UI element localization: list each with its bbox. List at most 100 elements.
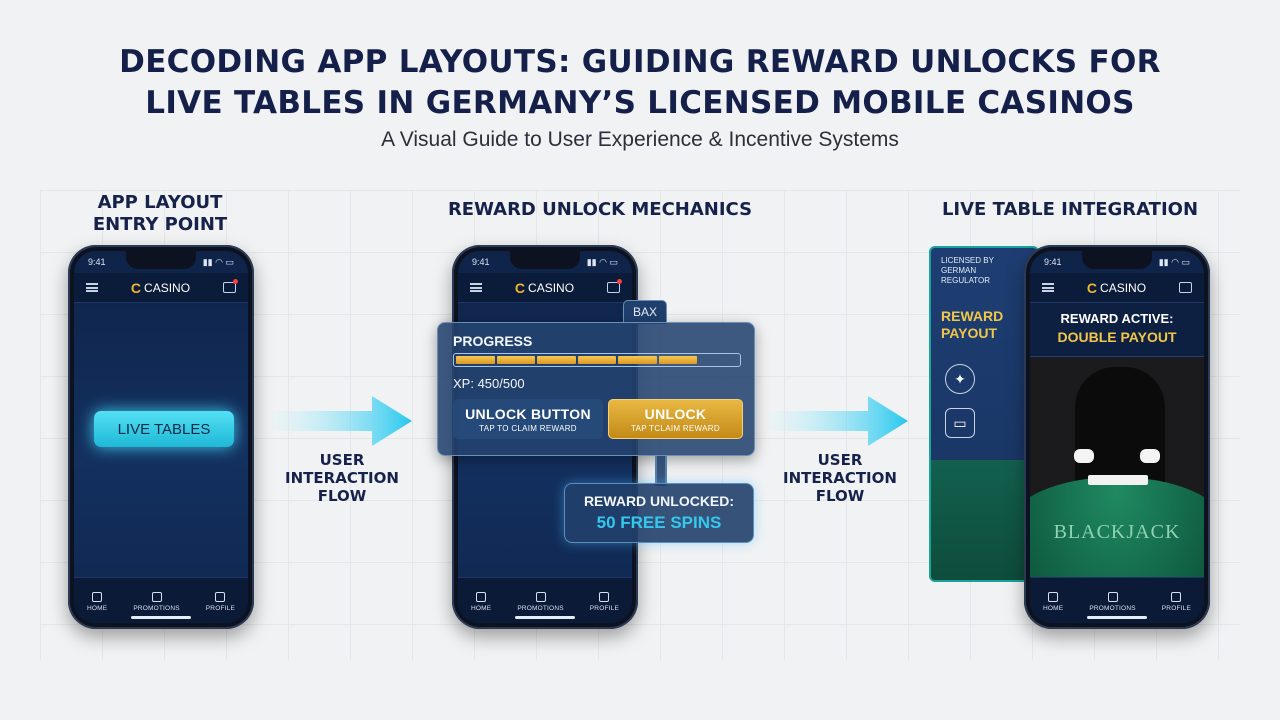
progress-segment xyxy=(456,356,495,364)
nav-profile[interactable]: PROFILE xyxy=(205,591,235,612)
cart-icon[interactable] xyxy=(1178,282,1192,293)
nav-home-label: HOME xyxy=(1043,604,1064,612)
nav-promotions[interactable]: PROMOTIONS xyxy=(133,591,180,612)
live-tables-button[interactable]: LIVE TABLES xyxy=(94,411,234,447)
compass-icon[interactable]: ✦ xyxy=(945,364,975,394)
page-title: DECODING APP LAYOUTS: GUIDING REWARD UNL… xyxy=(0,42,1280,124)
reward-unlocked-value: 50 FREE SPINS xyxy=(596,513,722,532)
phone-entry-point: 9:41 ▮▮ ◠ ▭ C CASINO LIVE TABLES HOME PR… xyxy=(68,245,254,629)
blackjack-table-felt xyxy=(1030,477,1204,587)
cart-icon[interactable] xyxy=(606,279,622,293)
reward-unlocked-label: REWARD UNLOCKED: xyxy=(583,493,735,509)
gift-icon xyxy=(1107,591,1118,602)
nav-profile-label: PROFILE xyxy=(205,604,235,612)
unlock-gold-button[interactable]: UNLOCK TAP TCLAIM REWARD xyxy=(608,399,743,439)
home-icon xyxy=(92,591,103,602)
status-bar: 9:41 ▮▮ ◠ ▭ xyxy=(1044,257,1190,268)
bax-tab[interactable]: BAX xyxy=(623,300,667,324)
unlock-button[interactable]: UNLOCK BUTTON TAP TO CLAIM REWARD xyxy=(453,399,603,439)
side-reward-line-2: PAYOUT xyxy=(941,325,998,341)
menu-icon[interactable] xyxy=(86,283,98,292)
status-time: 9:41 xyxy=(472,257,490,267)
section-head-left: APP LAYOUT ENTRY POINT xyxy=(70,192,250,236)
progress-title: PROGRESS xyxy=(453,333,533,349)
casino-logo-icon: C xyxy=(130,279,142,296)
profile-icon xyxy=(1171,591,1182,602)
progress-panel: PROGRESS XP: 450/500 UNLOCK BUTTON TAP T… xyxy=(437,322,755,456)
nav-profile-label: PROFILE xyxy=(589,604,619,612)
unlock-button-label: UNLOCK BUTTON xyxy=(465,405,591,422)
license-text: LICENSED BY GERMAN REGULATOR xyxy=(941,256,994,286)
casino-logo-icon: C xyxy=(1086,279,1098,296)
bottom-nav: HOME PROMOTIONS PROFILE xyxy=(1030,577,1204,623)
app-bar: C CASINO xyxy=(74,273,248,303)
nav-promotions[interactable]: PROMOTIONS xyxy=(517,591,564,612)
nav-home-label: HOME xyxy=(471,604,492,612)
callout-connector xyxy=(655,456,667,486)
status-time: 9:41 xyxy=(1044,257,1062,267)
nav-home[interactable]: HOME xyxy=(87,591,108,612)
reward-active-banner: REWARD ACTIVE: DOUBLE PAYOUT xyxy=(1030,303,1204,357)
app-bar: C CASINO xyxy=(458,273,632,303)
bottom-nav: HOME PROMOTIONS PROFILE xyxy=(74,577,248,623)
side-table-felt xyxy=(931,460,1037,580)
profile-icon xyxy=(215,591,226,602)
xp-readout: XP: 450/500 xyxy=(453,376,525,391)
nav-promotions[interactable]: PROMOTIONS xyxy=(1089,591,1136,612)
brand-logo: C CASINO xyxy=(1087,280,1146,296)
unlock-gold-button-label: UNLOCK xyxy=(644,405,707,422)
phone-notch xyxy=(1082,251,1152,269)
nav-home[interactable]: HOME xyxy=(1043,591,1064,612)
nav-profile[interactable]: PROFILE xyxy=(1161,591,1191,612)
menu-icon[interactable] xyxy=(1042,283,1054,292)
status-bar: 9:41 ▮▮ ◠ ▭ xyxy=(472,257,618,268)
progress-segment xyxy=(699,356,738,364)
license-line-1: LICENSED BY xyxy=(941,256,994,265)
progress-segment xyxy=(537,356,576,364)
progress-segment xyxy=(496,356,536,364)
menu-icon[interactable] xyxy=(470,283,482,292)
notification-dot xyxy=(616,279,622,284)
brand-logo: C CASINO xyxy=(515,280,574,296)
cart-icon[interactable] xyxy=(222,279,238,293)
section-head-left-line-1: APP LAYOUT xyxy=(97,192,223,213)
nav-promotions-label: PROMOTIONS xyxy=(517,604,564,612)
phone-live-table: 9:41 ▮▮ ◠ ▭ C CASINO REWARD ACTIVE: DOUB… xyxy=(1024,245,1210,629)
bottom-nav: HOME PROMOTIONS PROFILE xyxy=(458,577,632,623)
home-indicator xyxy=(131,616,191,619)
casino-logo-icon: C xyxy=(514,279,526,296)
flow-label-1-line-3: FLOW xyxy=(317,487,367,505)
section-head-right: LIVE TABLE INTEGRATION xyxy=(941,199,1199,220)
gift-icon xyxy=(151,591,162,602)
nav-profile[interactable]: PROFILE xyxy=(589,591,619,612)
signal-icon: ▮▮ ◠ ▭ xyxy=(1158,257,1190,267)
flow-label-2: USER INTERACTION FLOW xyxy=(770,451,910,505)
unlock-gold-button-sublabel: TAP TCLAIM REWARD xyxy=(631,423,720,433)
home-indicator xyxy=(515,616,575,619)
phone-screen: 9:41 ▮▮ ◠ ▭ C CASINO REWARD ACTIVE: DOUB… xyxy=(1030,251,1204,623)
brand-name: CASINO xyxy=(1100,280,1147,295)
reward-unlocked-panel: REWARD UNLOCKED: 50 FREE SPINS xyxy=(564,483,754,543)
side-reward-line-1: REWARD xyxy=(941,308,1004,324)
nav-promotions-label: PROMOTIONS xyxy=(133,604,180,612)
phone-notch xyxy=(126,251,196,269)
signal-icon: ▮▮ ◠ ▭ xyxy=(586,257,618,267)
title-line-1: DECODING APP LAYOUTS: GUIDING REWARD UNL… xyxy=(119,44,1161,80)
section-head-left-line-2: ENTRY POINT xyxy=(92,214,228,235)
unlock-button-sublabel: TAP TO CLAIM REWARD xyxy=(479,423,577,433)
page-subtitle: A Visual Guide to User Experience & Ince… xyxy=(381,128,899,151)
nav-profile-label: PROFILE xyxy=(1161,604,1191,612)
nav-promotions-label: PROMOTIONS xyxy=(1089,604,1136,612)
brand-name: CASINO xyxy=(528,280,575,295)
flow-label-1: USER INTERACTION FLOW xyxy=(272,451,412,505)
blackjack-felt-text: BLACKJACK xyxy=(1053,521,1181,543)
xp-progress-bar xyxy=(453,353,741,367)
signal-icon: ▮▮ ◠ ▭ xyxy=(202,257,234,267)
card-icon[interactable]: ▭ xyxy=(945,408,975,438)
flow-label-2-line-3: FLOW xyxy=(815,487,865,505)
nav-home-label: HOME xyxy=(87,604,108,612)
phone-notch xyxy=(510,251,580,269)
side-reward-label: REWARD PAYOUT xyxy=(941,308,1003,342)
nav-home[interactable]: HOME xyxy=(471,591,492,612)
live-dealer-video[interactable]: BLACKJACK xyxy=(1030,357,1204,587)
